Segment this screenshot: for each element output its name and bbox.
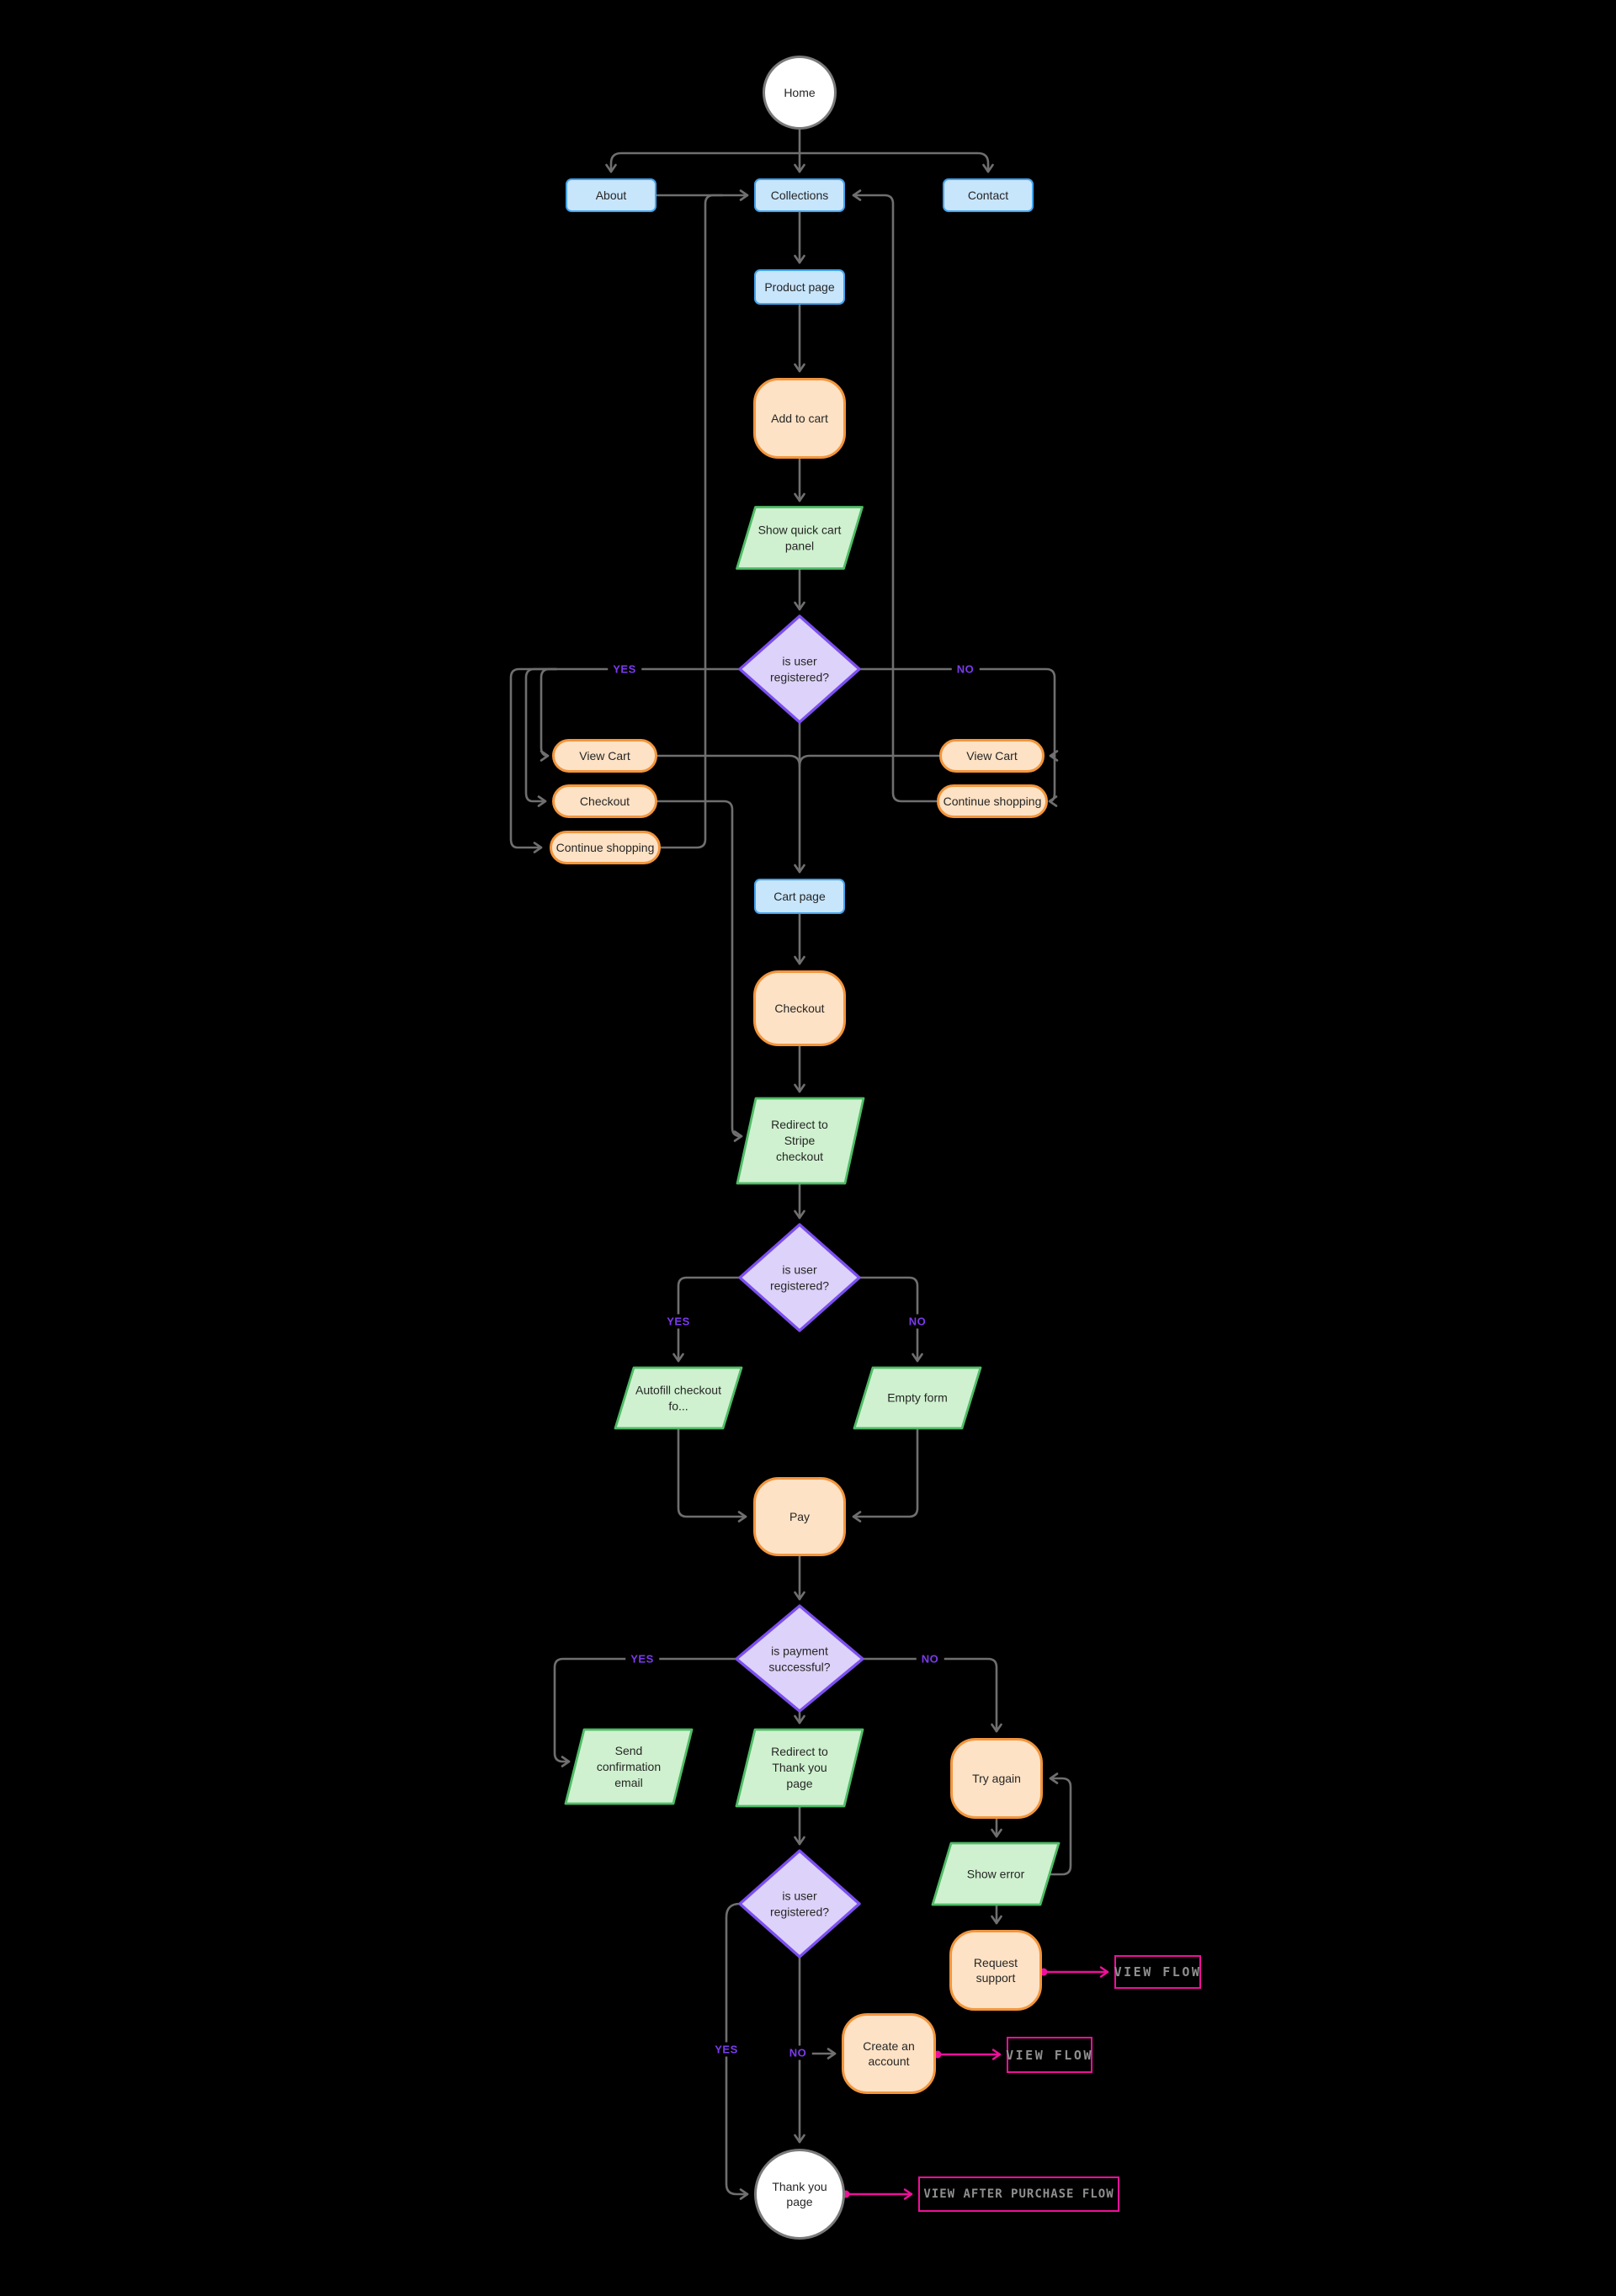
node-show-quick-cart-panel-shape[interactable] (736, 506, 864, 570)
node-redirect-stripe-label: Redirect to Stripe checkout (771, 1117, 828, 1163)
node-checkout-yes-label: Checkout (579, 794, 630, 808)
node-cart-page[interactable]: Cart page (754, 879, 845, 914)
view-flow-link-account[interactable]: VIEW FLOW (1006, 2037, 1093, 2073)
node-is-user-registered-2-shape[interactable] (738, 1223, 861, 1332)
node-view-cart-no[interactable]: View Cart (939, 739, 1045, 773)
view-flow-link-account-label: VIEW FLOW (1006, 2047, 1093, 2063)
node-checkout-label: Checkout (774, 1001, 825, 1015)
node-is-user-registered-2-label: is user registered? (769, 1262, 830, 1292)
node-pay[interactable]: Pay (753, 1477, 846, 1556)
node-continue-shopping-no[interactable]: Continue shopping (937, 784, 1048, 818)
node-show-error-shape[interactable] (931, 1842, 1060, 1906)
node-cart-page-label: Cart page (773, 889, 826, 903)
node-contact[interactable]: Contact (943, 178, 1034, 212)
decision-shapes (735, 614, 864, 1959)
view-after-purchase-flow-link[interactable]: VIEW AFTER PURCHASE FLOW (918, 2176, 1119, 2212)
node-show-error-label: Show error (966, 1867, 1025, 1881)
node-product-page[interactable]: Product page (754, 269, 845, 305)
connectors (509, 128, 1072, 2200)
branch-label-yes-4: YES (710, 2042, 743, 2057)
node-continue-shopping-no-label: Continue shopping (943, 794, 1042, 808)
node-empty-form-label: Empty form (887, 1390, 948, 1405)
branch-label-no-3: NO (916, 1651, 944, 1666)
node-collections[interactable]: Collections (754, 178, 845, 212)
node-view-cart-yes-label: View Cart (579, 748, 630, 763)
node-is-payment-successful-shape[interactable] (735, 1604, 864, 1713)
branch-label-no-1: NO (951, 662, 980, 677)
view-flow-link-support-label: VIEW FLOW (1114, 1964, 1202, 1980)
node-send-confirmation-email-label: Send confirmation email (596, 1743, 662, 1789)
node-home-label: Home (784, 85, 816, 99)
node-redirect-thank-you-label: Redirect to Thank you page (771, 1744, 828, 1790)
node-is-user-registered-1-label: is user registered? (769, 654, 830, 683)
node-is-payment-successful-label: is payment successful? (768, 1644, 831, 1673)
node-redirect-stripe-shape[interactable] (736, 1097, 865, 1185)
node-show-quick-cart-panel-label: Show quick cart panel (758, 523, 842, 552)
node-create-an-account-label: Create an account (863, 2038, 915, 2068)
node-view-cart-yes[interactable]: View Cart (552, 739, 657, 773)
node-try-again-label: Try again (972, 1771, 1021, 1785)
node-thank-you-page[interactable]: Thank you page (754, 2149, 845, 2240)
io-shapes (564, 506, 1060, 1906)
node-autofill-checkout-label: Autofill checkout fo... (635, 1383, 721, 1412)
branch-label-no-4: NO (784, 2045, 812, 2060)
node-try-again[interactable]: Try again (950, 1738, 1043, 1819)
node-add-to-cart-label: Add to cart (771, 411, 828, 425)
node-request-support[interactable]: Request support (949, 1930, 1042, 2011)
branch-label-yes-1: YES (608, 662, 641, 677)
branch-label-no-2: NO (903, 1314, 932, 1329)
node-checkout[interactable]: Checkout (753, 970, 846, 1046)
view-after-purchase-flow-link-label: VIEW AFTER PURCHASE FLOW (923, 2187, 1114, 2201)
node-product-page-label: Product page (764, 279, 835, 294)
node-add-to-cart[interactable]: Add to cart (753, 378, 846, 459)
node-continue-shopping-yes[interactable]: Continue shopping (550, 831, 661, 864)
node-contact-label: Contact (967, 188, 1009, 202)
node-send-confirmation-email-shape[interactable] (564, 1728, 694, 1805)
node-about-label: About (595, 188, 627, 202)
node-about[interactable]: About (566, 178, 656, 212)
link-connectors (842, 1966, 1109, 2200)
node-checkout-yes[interactable]: Checkout (552, 784, 657, 818)
view-flow-link-support[interactable]: VIEW FLOW (1114, 1955, 1201, 1989)
node-view-cart-no-label: View Cart (966, 748, 1018, 763)
node-collections-label: Collections (770, 188, 829, 202)
node-is-user-registered-1-shape[interactable] (738, 614, 861, 724)
node-home[interactable]: Home (763, 56, 837, 130)
node-empty-form-shape[interactable] (853, 1366, 982, 1430)
branch-label-yes-3: YES (625, 1651, 659, 1666)
node-autofill-checkout-shape[interactable] (614, 1366, 743, 1430)
node-continue-shopping-yes-label: Continue shopping (556, 840, 655, 854)
node-create-an-account[interactable]: Create an account (842, 2013, 936, 2094)
node-redirect-thank-you-shape[interactable] (735, 1728, 864, 1808)
node-pay-label: Pay (789, 1509, 811, 1523)
node-is-user-registered-3-label: is user registered? (769, 1889, 830, 1918)
node-thank-you-page-label: Thank you page (772, 2179, 827, 2208)
node-is-user-registered-3-shape[interactable] (738, 1849, 861, 1959)
node-request-support-label: Request support (973, 1955, 1018, 1985)
branch-label-yes-2: YES (662, 1314, 695, 1329)
